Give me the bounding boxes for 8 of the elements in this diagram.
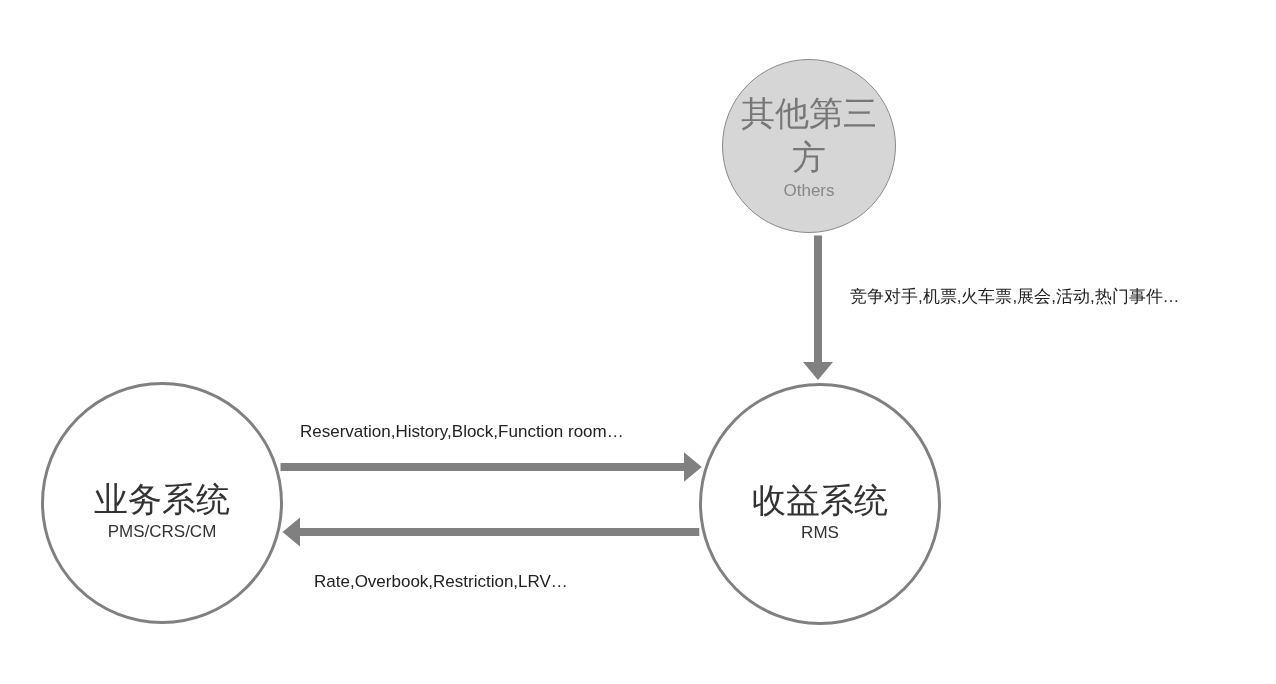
arrow <box>280 452 702 482</box>
node-title: 收益系统 <box>752 480 888 522</box>
arrow <box>282 517 700 547</box>
node-subtitle: Others <box>783 179 835 201</box>
node-subtitle: PMS/CRS/CM <box>107 521 217 543</box>
node-title: 其他第三方 <box>740 93 878 179</box>
node-subtitle: RMS <box>801 522 839 544</box>
node-title: 业务系统 <box>94 479 230 521</box>
